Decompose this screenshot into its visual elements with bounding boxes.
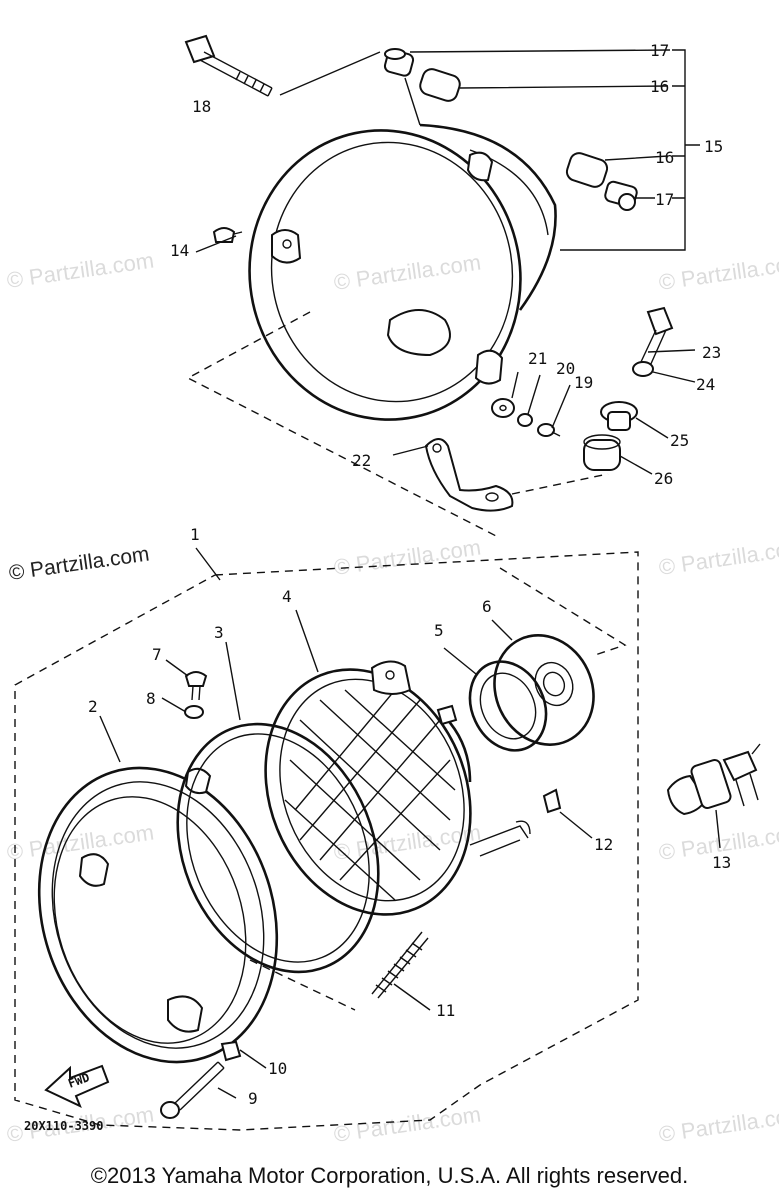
headlight-shell bbox=[248, 123, 557, 421]
collar-17-lower bbox=[604, 180, 638, 211]
collar-25 bbox=[600, 401, 638, 431]
callouts: 1 2 3 4 5 6 7 8 9 10 11 12 13 14 15 16 1… bbox=[88, 41, 731, 1108]
callout-26: 26 bbox=[654, 469, 673, 488]
callout-7: 7 bbox=[152, 645, 162, 664]
socket-5 bbox=[468, 660, 548, 752]
callout-17-upper: 17 bbox=[650, 41, 669, 60]
callout-22: 22 bbox=[352, 451, 371, 470]
callout-15: 15 bbox=[704, 137, 723, 156]
lower-guide-lines bbox=[249, 567, 627, 1011]
screw-7 bbox=[184, 671, 208, 701]
watermarks: © Partzilla.com © Partzilla.com © Partzi… bbox=[5, 248, 779, 1147]
callout-10: 10 bbox=[268, 1059, 287, 1078]
callout-20: 20 bbox=[556, 359, 575, 378]
callout-4: 4 bbox=[282, 587, 292, 606]
callout-3: 3 bbox=[214, 623, 224, 642]
callout-5: 5 bbox=[434, 621, 444, 640]
callout-12: 12 bbox=[594, 835, 613, 854]
callout-8: 8 bbox=[146, 689, 156, 708]
nut-10 bbox=[220, 1040, 242, 1062]
callout-23: 23 bbox=[702, 343, 721, 362]
watermark: © Partzilla.com bbox=[332, 1102, 482, 1147]
watermark-badge: © Partzilla.com bbox=[7, 542, 150, 584]
watermark: © Partzilla.com bbox=[332, 250, 482, 295]
callout-13: 13 bbox=[712, 853, 731, 872]
callout-24: 24 bbox=[696, 375, 715, 394]
shell-lower-guide bbox=[186, 311, 609, 539]
nut-8 bbox=[184, 705, 204, 719]
forward-arrow: FWD bbox=[44, 1064, 110, 1108]
watermark: © Partzilla.com bbox=[657, 250, 779, 295]
damper-16-lower bbox=[565, 152, 609, 188]
callout-9: 9 bbox=[248, 1089, 258, 1108]
diagram-code: 20X110-3390 bbox=[24, 1119, 103, 1133]
screw-9 bbox=[160, 1061, 225, 1119]
callout-18: 18 bbox=[192, 97, 211, 116]
clip-12 bbox=[469, 788, 562, 857]
callout-2: 2 bbox=[88, 697, 98, 716]
washer-24 bbox=[632, 361, 654, 377]
watermark: © Partzilla.com bbox=[332, 535, 482, 580]
bulb-13 bbox=[666, 743, 761, 816]
copyright-notice: ©2013 Yamaha Motor Corporation, U.S.A. A… bbox=[90, 1163, 689, 1188]
damper-16-upper bbox=[419, 68, 461, 102]
callout-25: 25 bbox=[670, 431, 689, 450]
watermark: © Partzilla.com bbox=[5, 820, 155, 865]
callout-21: 21 bbox=[528, 349, 547, 368]
sealed-beam-4 bbox=[264, 660, 472, 916]
bolt-23 bbox=[639, 306, 674, 367]
callout-14: 14 bbox=[170, 241, 189, 260]
bracket-22 bbox=[424, 438, 514, 512]
fwd-label: FWD bbox=[66, 1070, 91, 1091]
spring-11 bbox=[371, 931, 429, 999]
screw-19 bbox=[537, 423, 561, 437]
callout-19: 19 bbox=[574, 373, 593, 392]
grommet-26 bbox=[583, 434, 621, 471]
callout-11: 11 bbox=[436, 1001, 455, 1020]
watermark: © Partzilla.com bbox=[657, 1102, 779, 1147]
watermark: © Partzilla.com bbox=[657, 535, 779, 580]
leader-lines-upper bbox=[195, 49, 696, 475]
housing-6 bbox=[493, 634, 595, 746]
callout-6: 6 bbox=[482, 597, 492, 616]
washer-21 bbox=[491, 398, 515, 418]
leader-lines-lower bbox=[99, 547, 721, 1099]
callout-16-lower: 16 bbox=[655, 148, 674, 167]
callout-17-lower: 17 bbox=[655, 190, 674, 209]
leader-15-bracket bbox=[560, 49, 700, 251]
collar-17-upper bbox=[383, 48, 415, 77]
bolt-18 bbox=[184, 34, 273, 97]
washer-20 bbox=[517, 413, 533, 427]
rim-2 bbox=[37, 766, 279, 1064]
callout-1: 1 bbox=[190, 525, 200, 544]
headlight-unit-boundary bbox=[14, 551, 639, 1131]
callout-16-upper: 16 bbox=[650, 77, 669, 96]
watermark: © Partzilla.com bbox=[5, 248, 155, 293]
